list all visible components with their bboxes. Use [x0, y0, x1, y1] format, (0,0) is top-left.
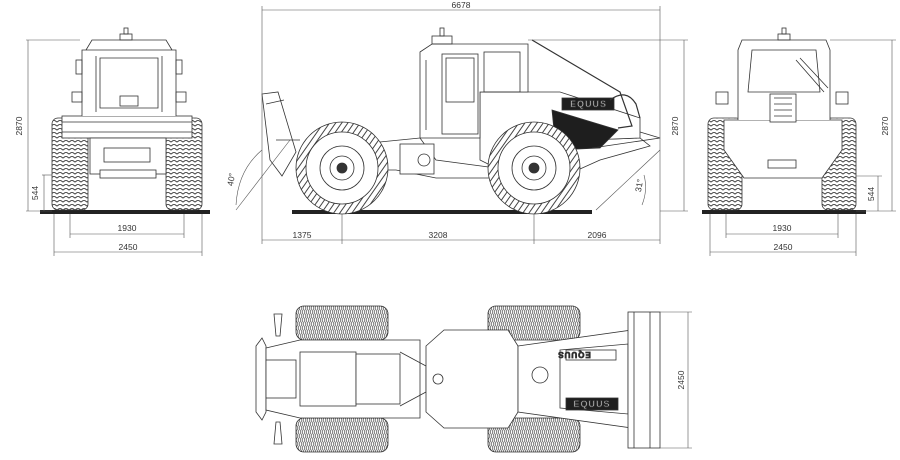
wheelbase-label: 3208	[429, 230, 448, 240]
track-label-front: 1930	[118, 223, 137, 233]
height-label-front: 2870	[14, 116, 24, 135]
ground-line-rear	[702, 210, 866, 214]
top-width-label: 2450	[676, 370, 686, 389]
front-view	[26, 27, 210, 256]
brand-badge-side	[561, 97, 615, 111]
top-cab	[425, 329, 519, 429]
side-door	[441, 53, 479, 135]
top-front-blade	[255, 337, 267, 421]
side-front-blade	[261, 91, 297, 177]
rear-view	[702, 27, 896, 256]
rear-overhang-label: 2096	[588, 230, 607, 240]
height-label-rear: 2870	[880, 116, 890, 135]
front-dimension-lines	[26, 39, 203, 256]
top-rear-right-wheel	[487, 417, 581, 453]
height-label-side: 2870	[670, 116, 680, 135]
side-view: EQUUS	[235, 6, 688, 244]
front-overhang-label: 1375	[293, 230, 312, 240]
side-front-wheel	[295, 121, 389, 215]
brand-logo-side: EQUUS	[570, 99, 607, 109]
approach-angle-label: 40°	[225, 172, 237, 186]
top-view: EQUUS EQUUS	[255, 305, 692, 453]
front-cab	[81, 49, 177, 116]
top-rear-left-wheel	[487, 305, 581, 341]
ground-line-side	[292, 210, 592, 214]
width-label-front: 2450	[119, 242, 138, 252]
overall-length-label: 6678	[452, 0, 471, 10]
clearance-label-rear: 544	[866, 187, 876, 201]
clearance-label-front: 544	[30, 186, 40, 200]
side-rear-wheel	[487, 121, 581, 215]
front-blade	[61, 115, 193, 139]
top-dimension-lines	[660, 311, 692, 449]
rear-body	[723, 119, 843, 179]
top-rear-blade	[627, 311, 661, 449]
width-label-rear: 2450	[774, 242, 793, 252]
ground-line-front	[40, 210, 210, 214]
top-front-left-wheel	[295, 305, 389, 341]
brand-logo-top: EQUUS	[573, 399, 610, 409]
side-dimension-lines	[235, 6, 688, 244]
top-front-right-wheel	[295, 417, 389, 453]
track-label-rear: 1930	[773, 223, 792, 233]
brand-logo-top-mirrored: EQUUS	[557, 350, 590, 359]
rear-dimension-lines	[709, 39, 896, 256]
departure-angle-label: 31°	[633, 178, 645, 192]
